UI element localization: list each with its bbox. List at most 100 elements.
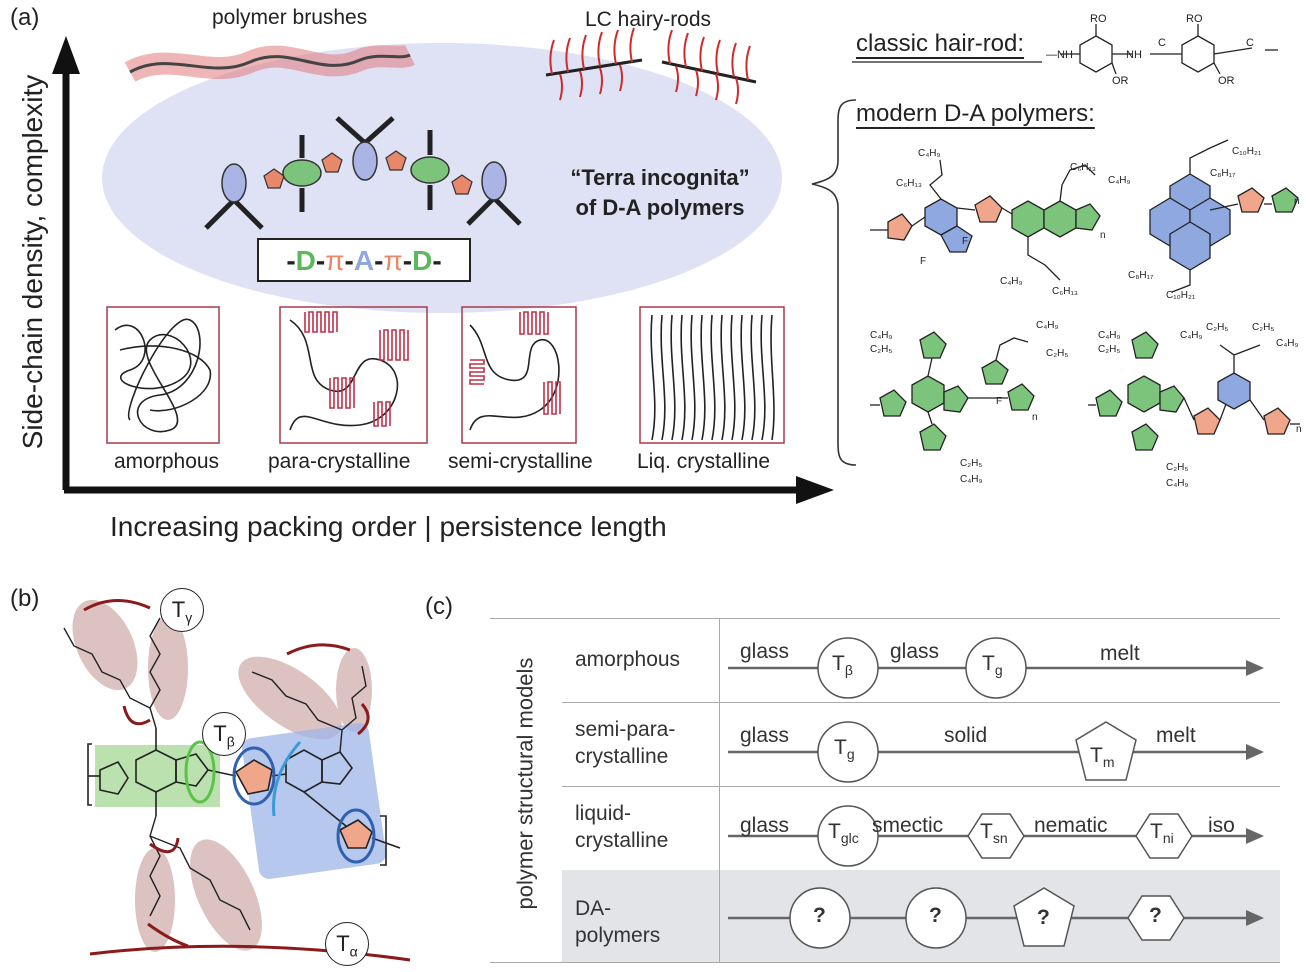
modern-da-heading: modern D-A polymers: — [856, 100, 1095, 127]
thiophene-ring-2 — [336, 808, 376, 864]
svg-text:OR: OR — [1218, 75, 1235, 87]
phase-glass-4: glass — [740, 814, 790, 837]
svg-text:C₄H₉: C₄H₉ — [870, 330, 893, 341]
morphology-label-amorphous: amorphous — [114, 450, 220, 473]
phase-iso: iso — [1208, 814, 1235, 837]
lc-hairy-rods-label: LC hairy-rods — [585, 8, 712, 31]
morphology-label-para-crystalline: para-crystalline — [268, 450, 411, 473]
row-label-semi-para: semi-para-crystalline — [575, 718, 676, 768]
t-gamma-marker: Tγ — [160, 588, 204, 632]
morphology-boxes — [106, 306, 785, 444]
backbone — [87, 728, 401, 866]
panel-a-label: (a) — [10, 4, 40, 31]
phase-melt: melt — [1100, 642, 1140, 665]
motif-donor: D — [296, 245, 316, 276]
alkyl-chains — [63, 617, 367, 931]
x-axis-label: Increasing packing order | persistence l… — [110, 511, 667, 542]
terra-incognita-text: “Terra incognita” of D-A polymers — [535, 163, 785, 223]
phase-smectic: smectic — [872, 814, 944, 837]
svg-text:C: C — [1158, 37, 1166, 49]
tg-symbol: Tg — [982, 652, 1003, 679]
tbeta-ring — [184, 740, 216, 804]
svg-text:RO: RO — [1090, 13, 1107, 25]
motif-text: -D-π-A-π-D- — [286, 245, 441, 276]
svg-text:C₄H₉: C₄H₉ — [1036, 320, 1059, 331]
morphology-label-semi-crystalline: semi-crystalline — [448, 450, 593, 473]
unknown-transition-4: ? — [1149, 904, 1162, 927]
row-label-amorphous: amorphous — [575, 648, 681, 671]
tni-symbol: Tni — [1150, 820, 1174, 847]
svg-text:NH: NH — [1126, 49, 1142, 61]
svg-text:C₂H₅: C₂H₅ — [1098, 344, 1120, 355]
svg-text:F: F — [962, 236, 968, 247]
morphology-label-liquid-crystalline: Liq. crystalline — [637, 450, 771, 473]
tsn-symbol: Tsn — [980, 820, 1008, 847]
liquid-crystalline-chains — [650, 314, 775, 441]
svg-text:C₄H₉: C₄H₉ — [960, 474, 983, 485]
da-structure-2 — [1149, 139, 1299, 293]
da-structure-1 — [870, 159, 1101, 281]
phase-melt-2: melt — [1156, 724, 1196, 747]
svg-text:n: n — [1032, 412, 1038, 423]
svg-text:C₆H₁₃: C₆H₁₃ — [1070, 162, 1096, 173]
polymer-brush-illustration — [124, 44, 415, 82]
tm-symbol: Tm — [1090, 744, 1115, 771]
phase-glass-2: glass — [890, 640, 940, 663]
row-label-da: DA-polymers — [575, 897, 661, 947]
phase-solid: solid — [944, 724, 988, 747]
terra-line-2: of D-A polymers — [575, 195, 745, 220]
svg-text:—NH: —NH — [1046, 49, 1073, 61]
classic-hair-rod-heading: classic hair-rod: — [856, 30, 1025, 57]
da-structure-3 — [870, 331, 1035, 451]
amorphous-chain — [114, 318, 212, 433]
svg-text:C₂H₅: C₂H₅ — [1206, 322, 1228, 333]
svg-text:C₄H₉: C₄H₉ — [918, 148, 941, 159]
tbeta-symbol: Tβ — [832, 652, 853, 679]
torsion-arrow — [272, 741, 302, 817]
svg-text:C₆H₁₃: C₆H₁₃ — [1052, 286, 1078, 297]
panel-b-label: (b) — [10, 585, 40, 612]
svg-text:C₂H₅: C₂H₅ — [1046, 348, 1068, 359]
svg-text:F: F — [996, 396, 1002, 407]
da-structure-3-labels: C₄H₉ C₂H₅ C₄H₉ C₂H₅ F C₂H₅ C₄H₉ n — [870, 320, 1068, 485]
svg-text:n: n — [1296, 424, 1302, 435]
motif-box — [257, 238, 471, 282]
svg-text:C₄H₉: C₄H₉ — [1166, 478, 1189, 489]
svg-text:C₄H₉: C₄H₉ — [1108, 175, 1131, 186]
svg-text:C₈H₁₇: C₈H₁₇ — [1128, 270, 1154, 281]
svg-text:C₆H₁₃: C₆H₁₃ — [896, 178, 922, 189]
svg-text:C₄H₉: C₄H₉ — [1276, 338, 1299, 349]
tglc-symbol: Tglc — [828, 820, 859, 847]
brace — [811, 99, 857, 466]
lc-hairy-rods-illustration — [545, 27, 757, 105]
donor-highlight — [95, 745, 220, 807]
svg-text:C₁₀H₂₁: C₁₀H₂₁ — [1166, 290, 1196, 301]
thiophene-ring-1 — [232, 746, 276, 806]
motif-pi: π — [325, 245, 344, 276]
classic-hair-rod-structure — [852, 24, 1278, 75]
t-alpha-marker: Tα — [325, 922, 369, 966]
panel-c-label: (c) — [425, 593, 453, 620]
t-beta-marker: Tβ — [202, 712, 246, 756]
svg-text:C₂H₅: C₂H₅ — [1166, 462, 1188, 473]
da-structure-4 — [1088, 331, 1300, 451]
panel-b-graphics — [63, 598, 411, 962]
svg-text:F: F — [920, 256, 926, 267]
motif-acceptor: A — [354, 245, 374, 276]
para-crystalline-chain — [289, 311, 409, 431]
row-label-liquid: liquid-crystalline — [575, 802, 669, 852]
unknown-transition-1: ? — [813, 904, 826, 927]
svg-text:C₄H₉: C₄H₉ — [1098, 330, 1121, 341]
svg-text:C₄H₉: C₄H₉ — [1000, 276, 1023, 287]
unknown-transition-3: ? — [1037, 906, 1050, 929]
terra-line-1: “Terra incognita” — [570, 165, 750, 190]
svg-text:C₂H₅: C₂H₅ — [870, 344, 892, 355]
svg-text:n: n — [1294, 196, 1300, 207]
phase-nematic: nematic — [1034, 814, 1108, 837]
phase-glass-3: glass — [740, 724, 790, 747]
svg-text:C₂H₅: C₂H₅ — [960, 458, 982, 469]
